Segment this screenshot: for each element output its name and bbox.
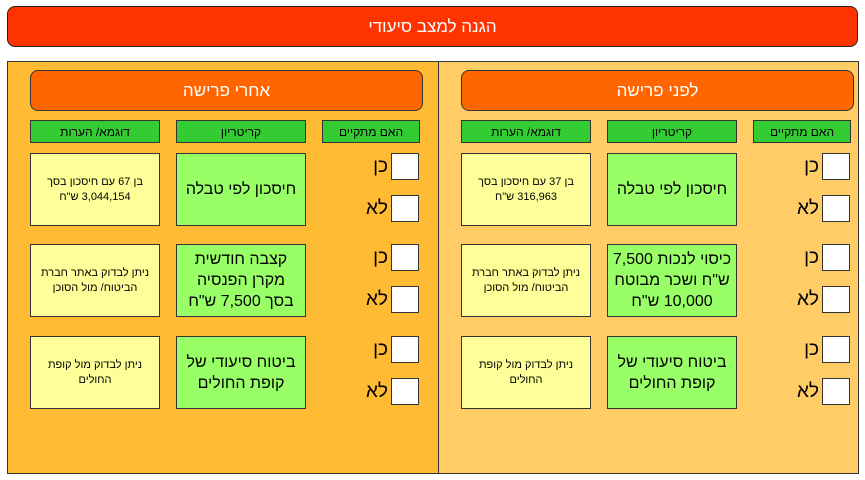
no-label: לא (366, 197, 388, 219)
column-header-criterion: קריטריון (176, 120, 306, 143)
note-box: ניתן לבדוק באתר חברת הביטוח/ מול הסוכן (30, 244, 160, 317)
yes-label: כן (804, 338, 819, 360)
no-label: לא (366, 380, 388, 402)
criterion-box: חיסכון לפי טבלה (607, 153, 737, 226)
note-box: ניתן לבדוק מול קופת החולים (30, 336, 160, 409)
panel-header: אחרי פרישה (30, 70, 423, 111)
yes-label: כן (373, 155, 388, 177)
no-label: לא (797, 197, 819, 219)
no-checkbox[interactable] (822, 378, 850, 405)
no-checkbox[interactable] (822, 286, 850, 313)
no-checkbox[interactable] (391, 378, 419, 405)
yes-checkbox[interactable] (391, 153, 419, 180)
note-box: בן 37 עם חיסכון בסך 316,963 ש"ח (461, 153, 591, 226)
panel-before-retirement: לפני פרישה דוגמא/ הערות קריטריון האם מתקיים… (438, 61, 859, 474)
note-box: בן 67 עם חיסכון בסך 3,044,154 ש"ח (30, 153, 160, 226)
yes-checkbox[interactable] (822, 336, 850, 363)
yes-label: כן (804, 155, 819, 177)
yes-label: כן (373, 246, 388, 268)
criterion-box: קצבה חודשית מקרן הפנסיה בסך 7,500 ש"ח (176, 244, 306, 317)
yes-label: כן (373, 338, 388, 360)
column-header-criterion: קריטריון (607, 120, 737, 143)
panel-after-retirement: אחרי פרישה דוגמא/ הערות קריטריון האם מתקיים… (7, 61, 439, 474)
yes-checkbox[interactable] (391, 336, 419, 363)
criterion-box: חיסכון לפי טבלה (176, 153, 306, 226)
no-label: לא (366, 288, 388, 310)
no-checkbox[interactable] (391, 195, 419, 222)
criterion-box: ביטוח סיעודי של קופת החולים (176, 336, 306, 409)
column-header-has: האם מתקיים (753, 120, 851, 143)
no-label: לא (797, 288, 819, 310)
page-title: הגנה למצב סיעודי (7, 6, 858, 47)
criterion-box: ביטוח סיעודי של קופת החולים (607, 336, 737, 409)
no-checkbox[interactable] (391, 286, 419, 313)
yes-checkbox[interactable] (391, 244, 419, 271)
criterion-box: כיסוי לנכות 7,500 ש"ח ושכר מבוטח 10,000 … (607, 244, 737, 317)
yes-checkbox[interactable] (822, 244, 850, 271)
yes-checkbox[interactable] (822, 153, 850, 180)
yes-label: כן (804, 246, 819, 268)
panel-header: לפני פרישה (461, 70, 854, 111)
no-checkbox[interactable] (822, 195, 850, 222)
column-header-notes: דוגמא/ הערות (461, 120, 591, 143)
column-header-notes: דוגמא/ הערות (30, 120, 160, 143)
column-header-has: האם מתקיים (322, 120, 420, 143)
note-box: ניתן לבדוק מול קופת החולים (461, 336, 591, 409)
note-box: ניתן לבדוק באתר חברת הביטוח/ מול הסוכן (461, 244, 591, 317)
no-label: לא (797, 380, 819, 402)
